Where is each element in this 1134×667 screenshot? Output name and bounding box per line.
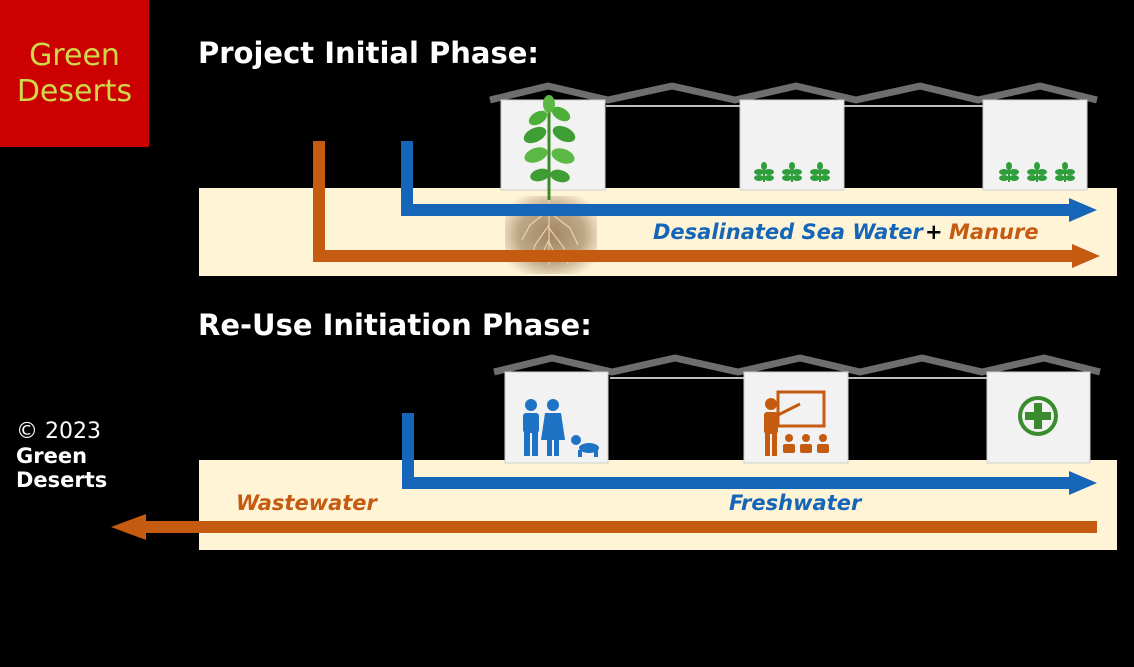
teacher-icon [764,390,829,456]
medical-cross-icon [1018,396,1058,436]
manure-label: Manure [949,220,1039,244]
phase2-title: Re-Use Initiation Phase: [198,308,592,342]
copyright: © 2023 Green Deserts [16,419,108,493]
freshwater-label: Freshwater [729,491,862,515]
phase1-house-3 [982,99,1088,191]
phase2-ground [199,460,1117,550]
phase1-manure-pipe [313,141,1100,268]
wastewater-arrowhead [111,514,146,540]
copyright-name-line1: Green [16,444,88,468]
seedlings-icon [999,162,1075,182]
family-icon [523,399,599,457]
copyright-year: © 2023 [16,419,101,444]
phase1-roof [489,82,1098,104]
phase1-title: Project Initial Phase: [198,36,540,70]
phase1-water-pipe [401,141,1097,222]
logo-line2: Deserts [16,73,133,109]
freshwater-arrowhead [1069,471,1097,495]
plus-sign: + [925,220,943,244]
logo-line1: Green [29,37,120,73]
phase2-house-2 [743,371,849,464]
seedlings-icon [754,162,830,182]
tall-plant-icon [523,95,576,200]
phase2-freshwater-pipe [402,413,1097,495]
manure-arrowhead [1072,244,1100,268]
water-arrowhead [1069,198,1097,222]
phase2-wastewater-pipe [111,514,1097,540]
desalinated-water-label: Desalinated Sea Water [653,220,923,244]
logo: Green Deserts [0,0,149,147]
wastewater-label: Wastewater [236,491,377,515]
copyright-name-line2: Deserts [16,468,108,492]
phase2-roof [493,354,1101,376]
